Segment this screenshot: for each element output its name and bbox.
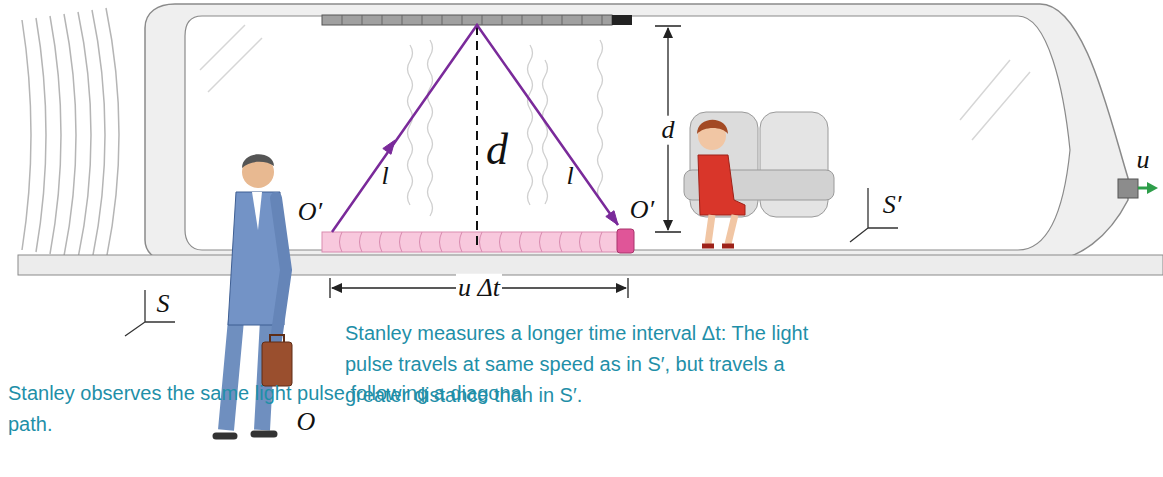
velocity-arrowhead	[1147, 182, 1158, 194]
light-path	[332, 25, 618, 232]
light-source	[617, 229, 634, 253]
caption-text: Stanley observes the same light pulse fo…	[8, 378, 568, 471]
woman-dress	[698, 155, 745, 215]
dimension-label: d	[660, 116, 677, 145]
briefcase	[262, 342, 292, 386]
frame-label: S′	[881, 191, 904, 220]
briefcase-handle	[270, 335, 284, 342]
origin-label: O′	[628, 196, 656, 225]
light-path-arrowhead	[606, 211, 618, 225]
dimension-arrowhead	[663, 27, 673, 38]
dimension-arrowhead	[616, 283, 627, 293]
height-label: d	[484, 126, 510, 174]
man-shirt	[252, 192, 262, 230]
train-shell	[145, 4, 1128, 262]
origin-label: O′	[296, 198, 324, 227]
light-source-trail	[322, 232, 618, 252]
dimension-arrowhead	[331, 283, 342, 293]
man-shoes	[216, 434, 274, 436]
woman-hair	[697, 120, 728, 134]
speed-lines	[22, 8, 119, 260]
mirror-end	[612, 15, 632, 25]
height-dashed-line	[476, 26, 478, 250]
path-length-label: l	[379, 162, 390, 191]
mirror	[322, 15, 612, 25]
train-cabin	[185, 16, 1070, 250]
dimension-arrowhead	[663, 220, 673, 231]
wrap-spacer	[176, 409, 568, 471]
rail	[18, 255, 1163, 275]
origin-label: O	[295, 408, 318, 437]
dimension-ticks	[655, 26, 681, 232]
frame-label: S	[155, 290, 172, 319]
trail-segments	[340, 232, 603, 252]
man-arm	[276, 198, 286, 340]
glass-streaks	[200, 25, 1030, 140]
mirror-segments	[342, 15, 602, 25]
path-length-label: l	[564, 162, 575, 191]
woman-shoes	[702, 244, 734, 249]
frame-axes	[125, 290, 175, 336]
man-hair	[242, 154, 274, 168]
dimension-label: u Δt	[456, 274, 502, 303]
seat	[760, 112, 828, 217]
light-path-arrowhead	[383, 140, 395, 154]
woman-legs	[708, 215, 735, 244]
velocity-label: u	[1135, 146, 1152, 175]
seat	[690, 112, 758, 217]
nose-cap	[1118, 179, 1138, 198]
